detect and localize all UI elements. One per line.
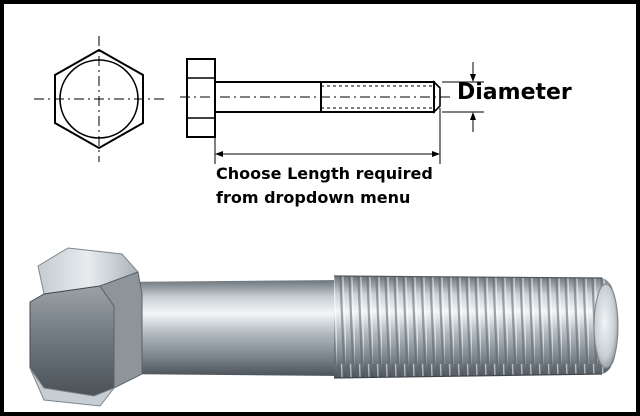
diameter-label: Diameter [457, 80, 572, 105]
hex-outline [54, 48, 144, 150]
bolt-photo [29, 247, 619, 407]
length-label-line-1: Choose Length required [216, 164, 433, 183]
photo-thread-tip [593, 283, 619, 369]
length-label: Choose Length required from dropdown men… [216, 162, 433, 210]
photo-shank [114, 280, 344, 376]
length-dimension [214, 108, 441, 164]
photo-thread [333, 275, 618, 379]
photo-hex-head [29, 247, 143, 407]
bolt-technical-drawing [34, 36, 484, 164]
length-label-line-2: from dropdown menu [216, 188, 411, 207]
thread-chamfer [433, 80, 441, 114]
diameter-dimension [442, 62, 484, 132]
bolt-side-view [180, 58, 450, 138]
hex-end-view [34, 36, 164, 162]
